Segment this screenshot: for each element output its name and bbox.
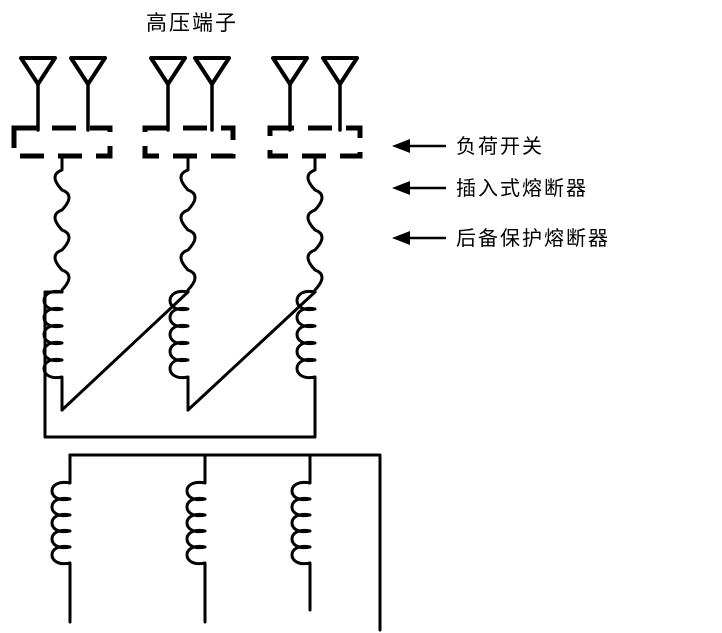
- primary-winding-coil: [42, 289, 64, 412]
- load-switches: [11, 125, 363, 159]
- arrow-left-icon: [392, 139, 410, 153]
- secondary-bus-line: [68, 453, 382, 632]
- diagram-title: 高压端子: [146, 12, 238, 35]
- annotation-load-switch: 负荷开关: [392, 135, 544, 158]
- annotation-label: 后备保护熔断器: [456, 227, 610, 250]
- terminal-funnel-icon: [193, 56, 231, 86]
- terminal-funnel-icon: [271, 56, 309, 86]
- delta-connection-line: [60, 290, 190, 412]
- secondary-winding-coil: [290, 453, 312, 612]
- annotation-plug-in-fuse: 插入式熔断器: [392, 177, 588, 200]
- terminal-funnel-icon: [19, 56, 57, 86]
- hv-terminal: [193, 56, 231, 132]
- hv-terminals: [19, 56, 359, 132]
- hv-terminal: [149, 56, 187, 132]
- load-switch-box: [11, 125, 113, 159]
- primary-winding-coil: [295, 289, 317, 412]
- secondary-windings: [50, 453, 382, 632]
- secondary-winding-coil: [50, 453, 72, 624]
- annotation-label: 负荷开关: [456, 135, 544, 158]
- annotation-backup-fuse: 后备保护熔断器: [392, 227, 610, 250]
- load-switch-box: [142, 125, 236, 159]
- hv-terminal: [321, 56, 359, 132]
- delta-connection-line: [186, 290, 317, 412]
- terminal-funnel-icon: [321, 56, 359, 86]
- primary-winding-coil: [168, 289, 190, 412]
- fuse-squiggle: [179, 154, 197, 294]
- secondary-winding-coil: [185, 453, 207, 624]
- annotation-label: 插入式熔断器: [456, 177, 588, 200]
- primary-windings: [42, 289, 317, 439]
- fuse-squiggle: [306, 154, 324, 294]
- terminal-funnel-icon: [149, 56, 187, 86]
- arrow-left-icon: [392, 181, 410, 195]
- hv-terminal: [271, 56, 309, 132]
- fuses: [53, 154, 324, 294]
- fuse-squiggle: [53, 154, 71, 294]
- arrow-left-icon: [392, 231, 410, 245]
- terminal-funnel-icon: [69, 56, 107, 86]
- load-switch-box: [267, 125, 363, 159]
- hv-terminal: [69, 56, 107, 132]
- delta-enclosure-line: [43, 290, 317, 439]
- hv-terminal: [19, 56, 57, 132]
